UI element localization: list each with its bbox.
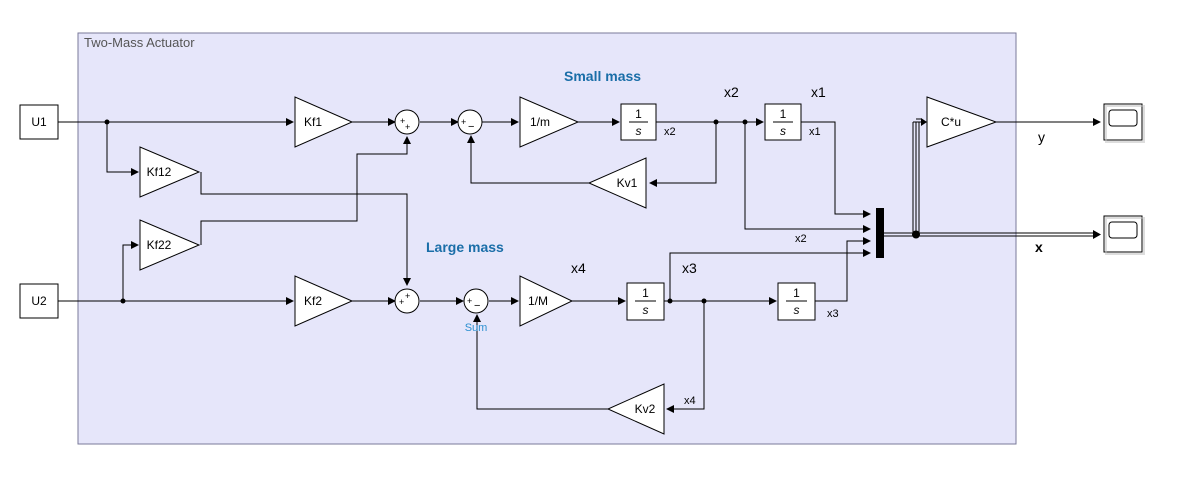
- subsystem-area[interactable]: [77, 32, 1017, 445]
- gain-kv1-label: Kv1: [617, 176, 638, 190]
- scope-y[interactable]: [1103, 103, 1145, 143]
- gain-inv-m-label: 1/m: [530, 115, 550, 129]
- gain-kf2[interactable]: Kf2: [294, 275, 354, 327]
- gain-kf12-label: Kf12: [147, 165, 172, 179]
- sum-1[interactable]: + +: [394, 109, 420, 135]
- integrator-1[interactable]: 1 s: [620, 103, 657, 141]
- integrator-4-den: s: [794, 303, 800, 317]
- inport-u1[interactable]: U1: [19, 104, 59, 140]
- gain-kf2-label: Kf2: [304, 294, 322, 308]
- signal-label-x2-big: x2: [724, 84, 739, 100]
- gain-inv-big-m[interactable]: 1/M: [519, 275, 574, 327]
- gain-kf22-label: Kf22: [147, 238, 172, 252]
- signal-label-x3-big: x3: [682, 260, 697, 276]
- integrator-2-den: s: [780, 124, 786, 138]
- gain-kv1[interactable]: Kv1: [587, 157, 647, 209]
- sum-4-sign-a: +: [467, 296, 472, 306]
- sum-3[interactable]: + +: [394, 288, 420, 314]
- gain-kf1[interactable]: Kf1: [294, 96, 354, 148]
- signal-label-x1-small: x1: [809, 126, 821, 138]
- gain-kf12[interactable]: Kf12: [139, 146, 201, 198]
- signal-label-x: x: [1035, 239, 1043, 255]
- mux-block[interactable]: [876, 208, 884, 258]
- inport-u2[interactable]: U2: [19, 283, 59, 319]
- gain-kv2-label: Kv2: [635, 402, 656, 416]
- signal-label-x1-big: x1: [811, 84, 826, 100]
- sum-1-sign-b: +: [405, 122, 410, 132]
- sum-2[interactable]: + −: [457, 109, 483, 135]
- sum-4[interactable]: + − Sum: [463, 288, 489, 334]
- large-mass-label: Large mass: [426, 239, 504, 255]
- gain-kf1-label: Kf1: [304, 115, 322, 129]
- integrator-4-num: 1: [793, 286, 800, 300]
- signal-label-x4-big: x4: [571, 260, 586, 276]
- sum-3-sign-b: +: [405, 291, 410, 301]
- sum-4-name: Sum: [465, 322, 488, 334]
- signal-label-y: y: [1038, 129, 1045, 145]
- subsystem-title: Two-Mass Actuator: [84, 35, 195, 50]
- integrator-2[interactable]: 1 s: [764, 103, 802, 141]
- integrator-4[interactable]: 1 s: [777, 282, 816, 321]
- gain-kv2[interactable]: Kv2: [606, 383, 665, 435]
- integrator-2-num: 1: [780, 107, 787, 121]
- integrator-1-den: s: [636, 124, 642, 138]
- signal-label-x2-wire: x2: [795, 233, 807, 245]
- sum-4-sign-b: −: [474, 300, 480, 312]
- small-mass-label: Small mass: [564, 68, 641, 84]
- sum-2-sign-b: −: [468, 121, 474, 133]
- signal-label-x2-small: x2: [664, 126, 676, 138]
- gain-c-label: C*u: [941, 115, 961, 129]
- signal-lines: [58, 118, 1101, 413]
- sum-2-sign-a: +: [461, 117, 466, 127]
- signal-label-x4-wire: x4: [684, 395, 696, 407]
- gain-kf22[interactable]: Kf22: [139, 219, 201, 271]
- signal-label-x3-wire: x3: [827, 308, 839, 320]
- scope-x[interactable]: [1103, 215, 1145, 255]
- integrator-3[interactable]: 1 s: [626, 282, 665, 321]
- inport-u2-label: U2: [31, 294, 47, 308]
- sum-1-sign-a: +: [400, 116, 405, 126]
- integrator-1-num: 1: [635, 107, 642, 121]
- inport-u1-label: U1: [31, 115, 47, 129]
- gain-c[interactable]: C*u: [926, 96, 998, 148]
- sum-3-sign-a: +: [399, 297, 404, 307]
- gain-inv-big-m-label: 1/M: [528, 294, 548, 308]
- gain-inv-m[interactable]: 1/m: [519, 96, 580, 148]
- integrator-3-num: 1: [642, 286, 649, 300]
- integrator-3-den: s: [643, 303, 649, 317]
